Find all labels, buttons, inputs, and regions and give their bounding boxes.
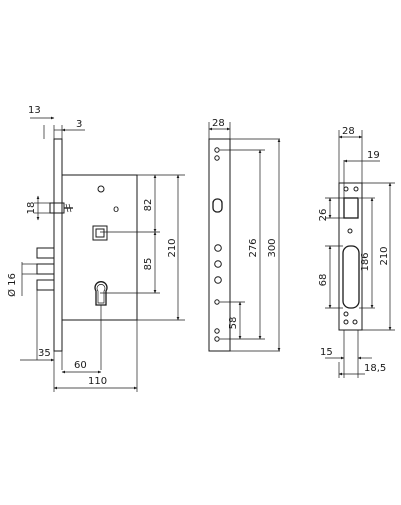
- dim-85: 85: [143, 258, 154, 271]
- dim-210-strike: 210: [379, 246, 390, 265]
- dim-35: 35: [38, 348, 51, 359]
- follower-outer: [92, 225, 108, 241]
- dim-dia-16: Ø 16: [6, 273, 18, 297]
- dim-13: 13: [28, 105, 41, 116]
- dim-28-strike: 28: [342, 126, 355, 137]
- follower-inner: [95, 228, 105, 238]
- bolt-hole: [214, 260, 222, 268]
- dim-19: 19: [367, 150, 380, 161]
- deadbolt-1: [36, 247, 55, 259]
- dim-82: 82: [143, 199, 154, 212]
- dim-300: 300: [267, 238, 278, 257]
- faceplate-outline: [208, 138, 231, 352]
- screw-hole: [343, 311, 349, 317]
- dim-18: 18: [26, 202, 37, 215]
- deadbolt-2: [36, 263, 55, 275]
- strike-plate-outline: [338, 182, 363, 331]
- lock-case: [61, 174, 138, 321]
- faceplate: [53, 138, 63, 352]
- dim-26: 26: [318, 209, 329, 222]
- dim-58: 58: [228, 317, 239, 330]
- screw-hole: [214, 336, 220, 342]
- dim-276: 276: [248, 238, 259, 257]
- screw-hole: [347, 228, 353, 234]
- screw-hole: [352, 319, 358, 325]
- dim-18-5: 18,5: [364, 363, 386, 374]
- lock-body-view: o 13 3: [6, 105, 185, 392]
- dim-60: 60: [74, 360, 87, 371]
- dim-110: 110: [88, 376, 107, 387]
- bolt-hole: [214, 276, 222, 284]
- cylinder-profile: [94, 281, 108, 306]
- dim-210-body: 210: [167, 238, 178, 257]
- screw-hole: [214, 328, 220, 334]
- mount-hole-top: [97, 185, 105, 193]
- dim-68: 68: [318, 274, 329, 287]
- dim-3: 3: [76, 119, 82, 130]
- dim-28-faceplate: 28: [212, 118, 225, 129]
- strike-plate-view: 28 19 26 68 186 210 15 18,5: [318, 126, 395, 378]
- dim-15: 15: [320, 347, 333, 358]
- deadbolt-3: [36, 279, 55, 291]
- latch-opening: [212, 198, 223, 213]
- screw-hole: [343, 186, 349, 192]
- lock-mark: o: [113, 204, 119, 215]
- screw-hole: [214, 299, 220, 305]
- screw-hole: [353, 186, 359, 192]
- dim-186: 186: [360, 252, 371, 271]
- latch-slot: [343, 197, 359, 219]
- screw-hole: [343, 319, 349, 325]
- screw-hole: [214, 155, 220, 161]
- bolt-hole: [214, 244, 222, 252]
- bolt-slot: [342, 245, 360, 309]
- faceplate-front-view: 28 58 276 300: [208, 118, 281, 352]
- screw-hole: [214, 147, 220, 153]
